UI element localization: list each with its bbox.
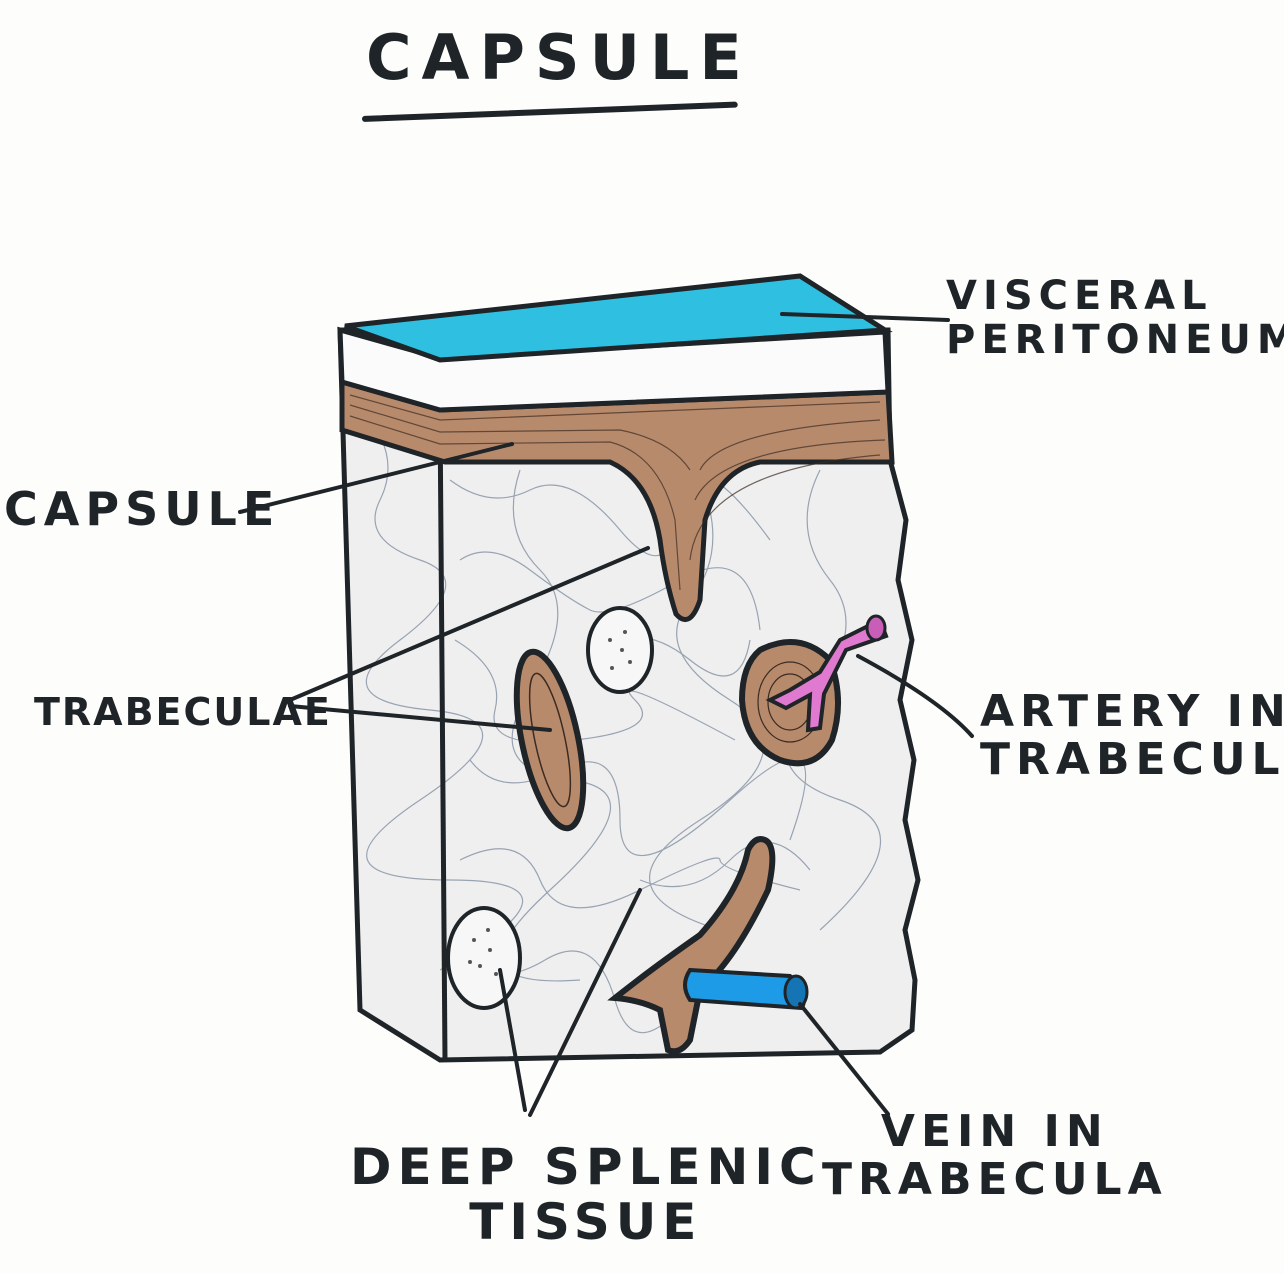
diagram-title: CAPSULE (366, 24, 752, 92)
label-artery-in-trabecula: ARTERY IN TRABECULA (980, 688, 1284, 785)
label-artery-line1: ARTERY IN (980, 688, 1284, 736)
label-deep-line2: TISSUE (350, 1195, 822, 1250)
label-deep-splenic-tissue: DEEP SPLENIC TISSUE (350, 1140, 822, 1250)
label-vein-in-trabecula: VEIN IN TRABECULA (822, 1108, 1168, 1205)
label-vein-line1: VEIN IN (822, 1108, 1168, 1156)
label-visceral-peritoneum: VISCERAL PERITONEUM (946, 274, 1284, 362)
label-visceral-line2: PERITONEUM (946, 318, 1284, 362)
label-deep-line1: DEEP SPLENIC (350, 1140, 822, 1195)
label-visceral-line1: VISCERAL (946, 274, 1284, 318)
label-vein-line2: TRABECULA (822, 1156, 1168, 1204)
white-pulp-nodule-lower (448, 908, 520, 1008)
label-capsule: CAPSULE (4, 484, 280, 535)
label-trabeculae: TRABECULAE (34, 692, 332, 734)
label-artery-line2: TRABECULA (980, 736, 1284, 784)
